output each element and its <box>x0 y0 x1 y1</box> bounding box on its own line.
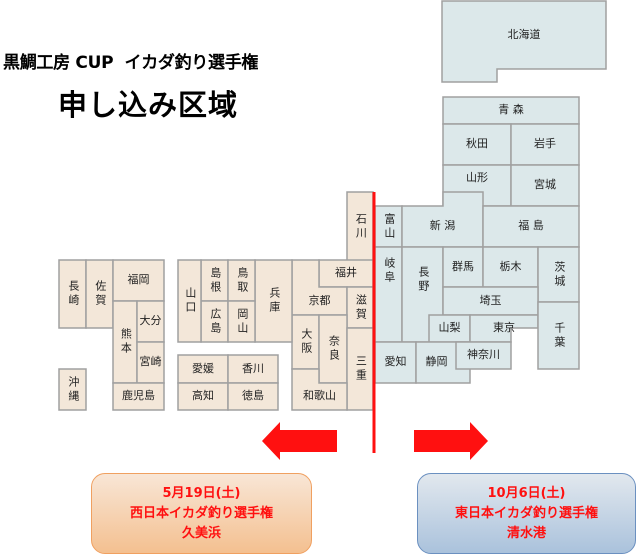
prefecture-label: 熊本 <box>119 328 133 356</box>
prefecture-33[interactable] <box>227 300 256 343</box>
prefecture-label: 山形 <box>466 170 488 184</box>
west-date: 5月19日(土) <box>162 485 241 501</box>
prefecture-label: 三重 <box>354 355 368 383</box>
prefecture-label: 静岡 <box>425 355 448 369</box>
prefecture-label: 千葉 <box>552 321 566 350</box>
prefecture-label: 埼玉 <box>479 293 502 307</box>
prefecture-label: 青 森 <box>498 103 524 117</box>
prefecture-label: 沖縄 <box>66 375 80 404</box>
east-event-name: 東日本イカダ釣り選手権 <box>454 505 598 521</box>
east-date: 10月6日(土) <box>487 485 566 501</box>
prefecture-label: 栃木 <box>499 259 522 273</box>
prefecture-label: 茨城 <box>552 260 566 289</box>
prefecture-label: 岩手 <box>534 137 556 151</box>
prefecture-label: 福 島 <box>518 219 544 233</box>
prefecture-label: 奈良 <box>327 335 341 363</box>
prefecture-label: 高知 <box>192 389 214 403</box>
prefecture-label: 和歌山 <box>303 389 336 403</box>
prefecture-label: 兵庫 <box>267 287 281 315</box>
prefecture-0[interactable] <box>441 0 607 83</box>
west-championship-box[interactable]: 5月19日(土) 西日本イカダ釣り選手権 久美浜 <box>91 473 312 554</box>
prefecture-label: 大分 <box>139 314 162 328</box>
prefecture-label: 大阪 <box>299 328 313 356</box>
prefecture-label: 徳島 <box>242 389 264 403</box>
prefecture-label: 愛媛 <box>192 361 214 375</box>
prefecture-38[interactable] <box>227 382 279 411</box>
prefecture-label: 京都 <box>308 293 331 307</box>
east-arrow-icon <box>414 422 488 460</box>
prefecture-17[interactable] <box>537 301 580 370</box>
prefecture-34[interactable] <box>177 259 202 343</box>
prefecture-label: 山梨 <box>438 321 461 335</box>
event-title: 黒鯛工房 CUP イカダ釣り選手権 <box>3 53 259 73</box>
prefecture-label: 東京 <box>493 321 515 335</box>
east-championship-box[interactable]: 10月6日(土) 東日本イカダ釣り選手権 清水港 <box>417 473 636 554</box>
prefecture-45[interactable] <box>112 382 165 411</box>
prefecture-46[interactable] <box>58 368 87 411</box>
prefecture-label: 愛知 <box>384 355 407 369</box>
prefecture-label: 福井 <box>335 266 357 280</box>
prefecture-label: 長野 <box>416 266 430 294</box>
prefecture-label: 岡山 <box>235 307 249 336</box>
prefecture-label: 石川 <box>354 212 368 241</box>
prefecture-label: 佐賀 <box>93 280 107 308</box>
page-title: 申し込み区域 <box>58 88 239 122</box>
prefecture-label: 鹿児島 <box>122 389 155 403</box>
prefecture-label: 新 潟 <box>429 219 456 233</box>
prefecture-label: 富山 <box>382 212 396 241</box>
prefecture-label: 山口 <box>183 287 197 315</box>
prefecture-label: 福岡 <box>127 273 150 287</box>
prefecture-label: 長崎 <box>66 280 80 308</box>
prefecture-label: 香川 <box>242 361 264 375</box>
west-venue: 久美浜 <box>181 525 221 541</box>
prefecture-label: 神奈川 <box>467 348 500 362</box>
prefecture-label: 岐阜 <box>382 257 396 285</box>
west-arrow-icon <box>262 422 337 460</box>
prefecture-label: 秋田 <box>466 137 488 151</box>
prefecture-20[interactable] <box>455 341 512 370</box>
prefecture-label: 広島 <box>208 307 222 336</box>
prefecture-label: 群馬 <box>452 259 474 273</box>
prefecture-label: 北海道 <box>507 27 541 41</box>
east-venue: 清水港 <box>506 525 546 541</box>
prefecture-label: 宮崎 <box>139 355 162 369</box>
prefecture-28[interactable] <box>291 368 348 411</box>
prefecture-label: 滋賀 <box>354 293 368 322</box>
prefecture-label: 鳥取 <box>235 266 249 295</box>
prefecture-label: 宮城 <box>534 178 556 192</box>
west-event-name: 西日本イカダ釣り選手権 <box>129 505 273 521</box>
prefecture-label: 島根 <box>208 266 222 295</box>
